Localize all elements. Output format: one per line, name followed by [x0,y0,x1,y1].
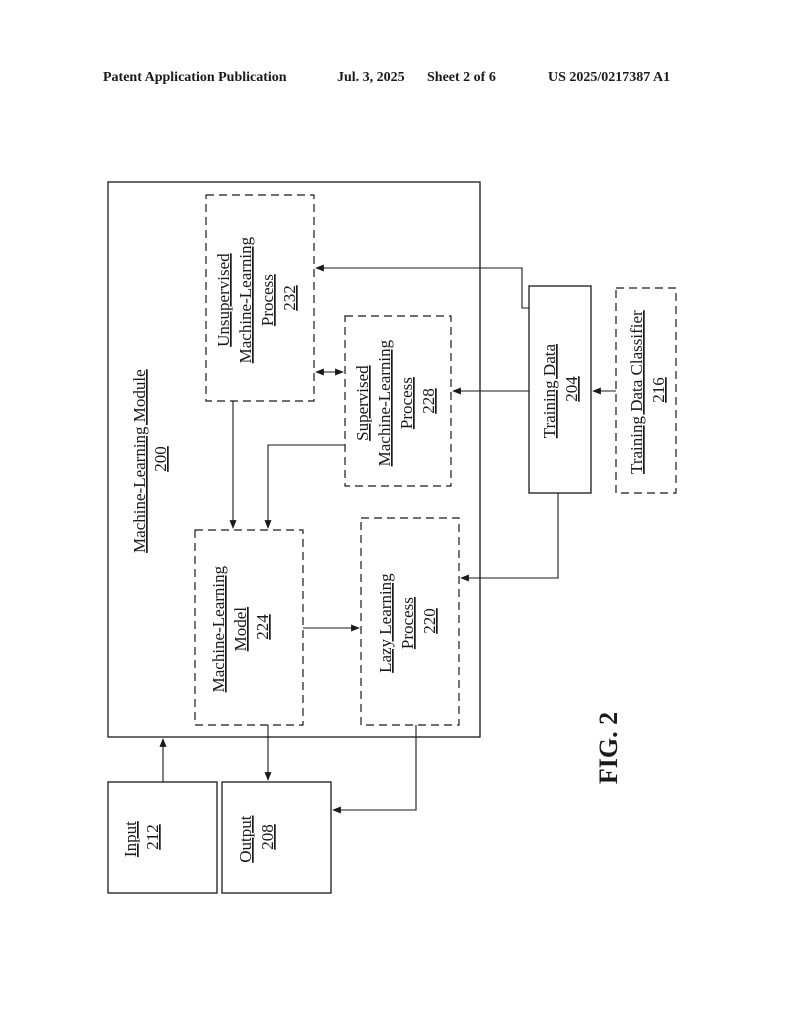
input-label: Input 212 [121,817,162,857]
ml-model-label: Machine-Learning Model 224 [209,562,272,693]
unsupervised-process-label: Unsupervised Machine-Learning Process 23… [214,233,299,364]
arrow-training-to-unsupervised [315,264,529,309]
output-label: Output 208 [236,811,277,862]
arrow-lazy-to-output [332,725,417,814]
lazy-learning-box [360,517,460,726]
training-data-box [528,285,592,494]
training-classifier-box [615,287,677,494]
output-box [221,781,332,894]
publication-date: Jul. 3, 2025 [337,70,405,85]
ml-module-box [107,181,481,738]
figure-label: FIG. 2 [594,712,623,784]
supervised-process-box [344,315,452,487]
unsupervised-process-box [205,194,315,402]
patent-number: US 2025/0217387 A1 [548,70,671,85]
supervised-process-label: Supervised Machine-Learning Process 228 [353,336,438,467]
training-data-label: Training Data 204 [540,340,581,439]
arrow-training-to-lazy [460,493,559,582]
sheet-number: Sheet 2 of 6 [427,70,496,85]
lazy-learning-label: Lazy Learning Process 220 [376,569,439,673]
publication-title: Patent Application Publication [103,70,287,85]
arrow-supervised-to-model [264,444,345,529]
ml-module-label: Machine-Learning Module 200 [130,365,170,553]
ml-model-box [194,529,304,726]
training-classifier-label: Training Data Classifier 216 [627,306,668,474]
page-header: Patent Application Publication Jul. 3, 2… [0,70,794,90]
